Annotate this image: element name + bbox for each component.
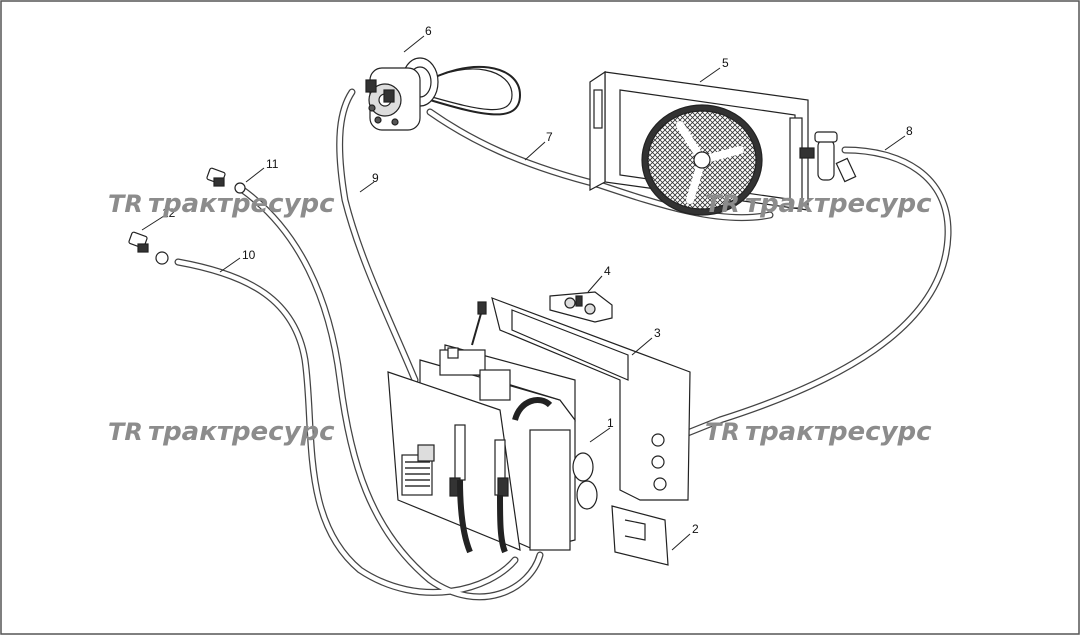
- watermark-text: трактресурс: [745, 189, 932, 219]
- control-panel: [549, 291, 613, 323]
- watermark-text: трактресурс: [148, 417, 335, 447]
- callout-11: 11: [266, 157, 279, 171]
- callout-10: 10: [242, 248, 256, 262]
- callout-4: 4: [604, 264, 611, 278]
- callout-8: 8: [906, 124, 913, 138]
- callout-labels: 1 2 3 4 5 6 7 8 9 10 11 12: [162, 24, 913, 536]
- mounting-plate: [491, 297, 691, 501]
- fittings: [128, 167, 246, 265]
- receiver-drier: [799, 131, 857, 183]
- watermark-bottom-right: TR трактресурс: [705, 417, 932, 447]
- watermark-top-right: TR трактресурс: [705, 189, 932, 219]
- callout-6: 6: [425, 24, 432, 38]
- watermark-text: трактресурс: [745, 417, 932, 447]
- callout-9: 9: [372, 171, 379, 185]
- watermark-logo: TR: [108, 418, 143, 446]
- callout-5: 5: [722, 56, 729, 70]
- watermark-logo: TR: [705, 418, 740, 446]
- callout-2: 2: [692, 522, 699, 536]
- watermark-bottom-left: TR трактресурс: [108, 417, 335, 447]
- condenser: [589, 70, 809, 216]
- watermark-logo: TR: [108, 190, 143, 218]
- callout-3: 3: [654, 326, 661, 340]
- bracket: [611, 505, 669, 566]
- watermark-logo: TR: [705, 190, 740, 218]
- callout-12: 12: [162, 206, 176, 220]
- leader-lines: [141, 35, 906, 551]
- compressor: [365, 57, 522, 131]
- callout-1: 1: [607, 416, 614, 430]
- watermark-text: трактресурс: [148, 189, 335, 219]
- heater-unit: [387, 301, 598, 554]
- callout-7: 7: [546, 130, 553, 144]
- hose-9: [336, 88, 419, 384]
- watermark-top-left: TR трактресурс: [108, 189, 335, 219]
